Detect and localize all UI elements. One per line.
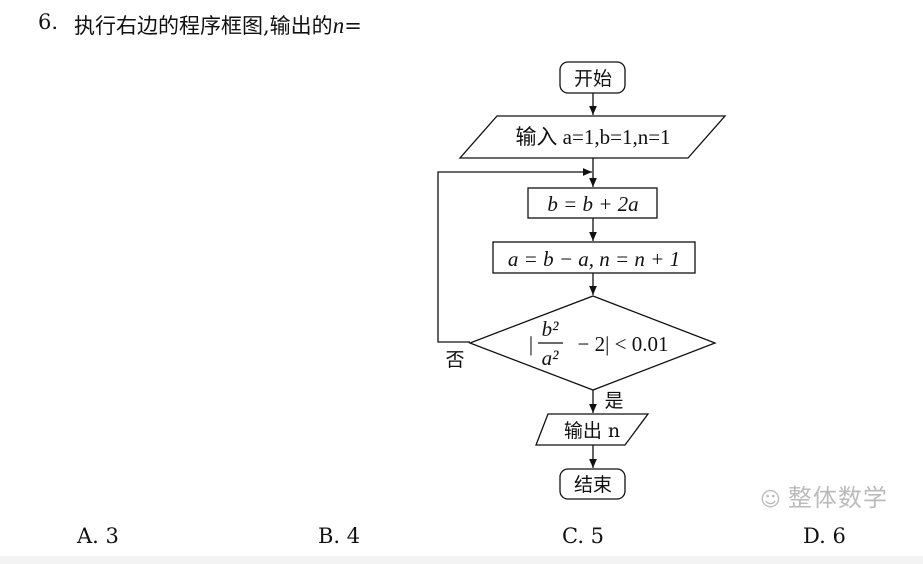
step2-node	[492, 241, 696, 274]
start-label: 开始	[574, 68, 612, 90]
option-a: A. 3	[77, 524, 119, 548]
question-number: 6.	[38, 10, 59, 34]
end-label: 结束	[574, 474, 612, 496]
watermark: ☺整体数学	[760, 484, 888, 513]
loop-line	[437, 168, 592, 343]
question-equals: =	[344, 14, 362, 38]
condition-abs: |	[529, 332, 533, 356]
option-c: C. 5	[562, 524, 605, 548]
input-node	[458, 115, 727, 159]
end-node	[559, 468, 626, 500]
option-d: D. 6	[803, 524, 846, 548]
condition-numerator: b²	[542, 317, 560, 341]
step1-label: b = b + 2a	[547, 192, 638, 216]
question-text: 执行右边的程序框图,输出的n=	[74, 10, 362, 40]
option-b: B. 4	[318, 524, 361, 548]
condition-denominator: a²	[542, 346, 560, 370]
output-label: 输出 n	[564, 420, 620, 442]
step2-label: a = b − a, n = n + 1	[508, 247, 680, 271]
output-node	[535, 413, 650, 446]
no-label: 否	[445, 349, 464, 371]
question-stem: 执行右边的程序框图,输出的	[74, 14, 333, 38]
yes-label: 是	[604, 390, 623, 412]
wechat-icon: ☺	[760, 487, 782, 511]
watermark-text: 整体数学	[787, 484, 888, 512]
input-label: 输入 a=1,b=1,n=1	[515, 125, 670, 149]
bottom-strip	[0, 556, 923, 564]
question-variable: n	[332, 13, 345, 38]
condition-rest: − 2| < 0.01	[578, 332, 669, 356]
